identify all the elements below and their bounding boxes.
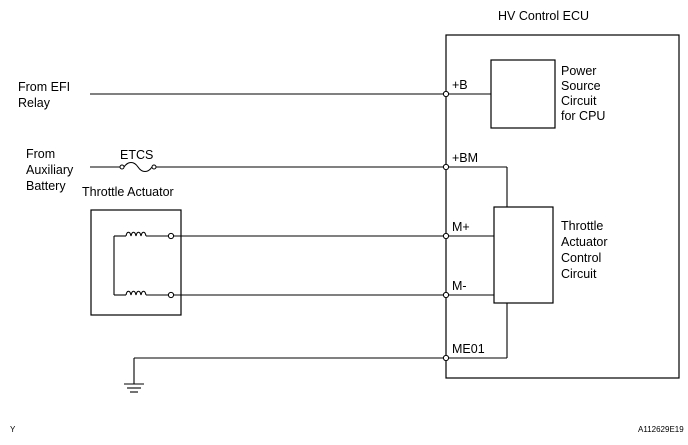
motor-coil-upper-icon — [125, 231, 147, 237]
power-circuit-line-3: Circuit — [561, 94, 597, 108]
aux-battery-label: From Auxiliary Battery — [26, 147, 77, 193]
aux-battery-line-1: From — [26, 147, 55, 161]
power-circuit-line-4: for CPU — [561, 109, 605, 123]
aux-battery-line-2: Auxiliary — [26, 163, 74, 177]
aux-battery-line-3: Battery — [26, 179, 66, 193]
efi-relay-line-2: Relay — [18, 96, 51, 110]
terminal-plus-b — [442, 90, 450, 98]
fuse-terminal-left — [119, 164, 125, 170]
terminal-label-plus-b: +B — [452, 78, 468, 92]
terminal-label-plus-bm: +BM — [452, 151, 478, 165]
control-circuit-line-1: Throttle — [561, 219, 603, 233]
footer-left-mark: Y — [10, 425, 16, 434]
terminal-label-m-plus: M+ — [452, 220, 470, 234]
fuse-label: ETCS — [120, 148, 153, 162]
actuator-terminal-m-minus — [167, 291, 175, 299]
terminal-label-m-minus: M- — [452, 279, 467, 293]
terminal-m-plus — [442, 232, 450, 240]
actuator-terminal-m-plus — [167, 232, 175, 240]
ground-icon — [124, 383, 144, 393]
power-circuit-label: Power Source Circuit for CPU — [561, 64, 605, 123]
motor-coil-lower-icon — [125, 290, 147, 296]
fuse-terminal-right — [151, 164, 157, 170]
efi-relay-line-1: From EFI — [18, 80, 70, 94]
control-circuit-line-2: Actuator — [561, 235, 608, 249]
figure-code: A112629E19 — [638, 425, 684, 434]
control-circuit-line-3: Control — [561, 251, 601, 265]
terminal-m-minus — [442, 291, 450, 299]
power-circuit-line-1: Power — [561, 64, 596, 78]
throttle-actuator-label: Throttle Actuator — [82, 185, 174, 199]
throttle-control-circuit-box — [493, 206, 554, 304]
control-circuit-label: Throttle Actuator Control Circuit — [561, 219, 611, 281]
fuse-icon — [123, 161, 153, 173]
control-circuit-line-4: Circuit — [561, 267, 597, 281]
hv-control-ecu-box — [445, 34, 680, 379]
power-circuit-line-2: Source — [561, 79, 601, 93]
ecu-title: HV Control ECU — [498, 9, 589, 23]
terminal-me01 — [442, 354, 450, 362]
terminal-plus-bm — [442, 163, 450, 171]
terminal-label-me01: ME01 — [452, 342, 485, 356]
throttle-actuator-box — [90, 209, 182, 316]
power-source-circuit-box — [490, 59, 556, 129]
efi-relay-label: From EFI Relay — [18, 80, 74, 110]
